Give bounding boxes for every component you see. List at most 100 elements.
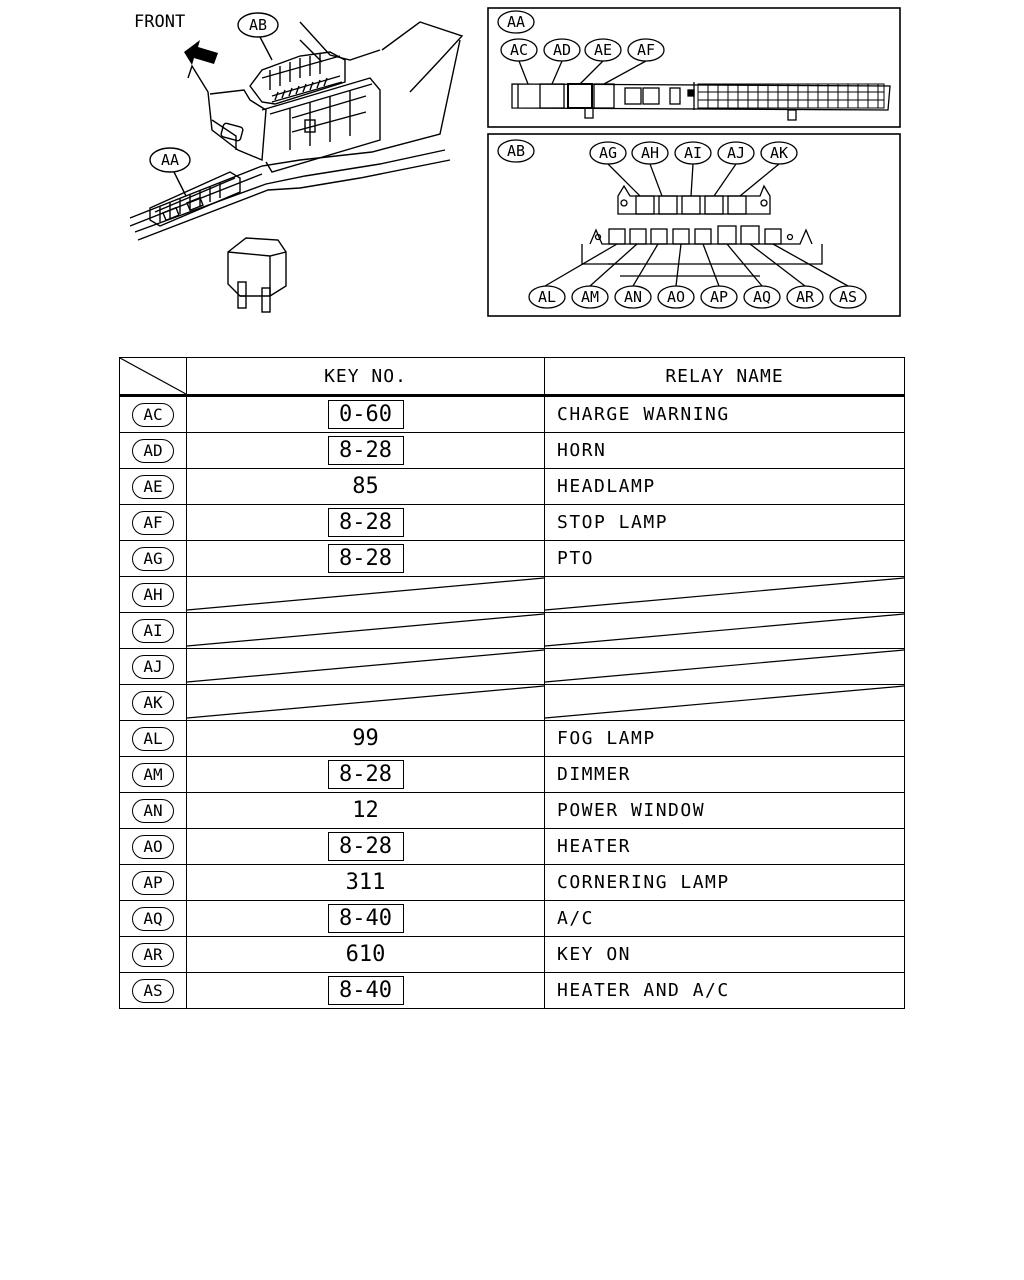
key-number-boxed: 8-40 [327,904,404,933]
svg-text:AG: AG [599,144,617,162]
key-number: 610 [345,942,386,967]
relay-name: STOP LAMP [557,512,669,533]
front-label: FRONT [134,12,185,32]
row-code-badge: AJ [132,654,174,679]
row-code-badge: AR [132,942,174,967]
relay-name: HEATER [557,836,632,857]
svg-text:AD: AD [553,41,571,59]
relay-name: HEATER AND A/C [557,980,730,1001]
table-row: AS 8-40 HEATER AND A/C [119,972,905,1009]
empty-cell-slash [187,685,544,720]
key-number-boxed: 8-28 [327,760,404,789]
svg-text:AC: AC [510,41,528,59]
row-code-badge: AO [132,834,174,859]
key-number-boxed: 8-28 [327,544,404,573]
row-code-badge: AI [132,618,174,643]
relay-name: POWER WINDOW [557,800,706,821]
row-code-badge: AG [132,546,174,571]
row-code-badge: AP [132,870,174,895]
callout-ac: AC [500,38,538,62]
row-name-cell: KEY ON [544,936,905,973]
row-code-badge: AN [132,798,174,823]
empty-cell-slash [187,613,544,648]
callout-ar: AR [786,285,824,309]
svg-text:AO: AO [667,288,685,306]
svg-text:AF: AF [637,41,655,59]
row-name-cell: HEATER [544,828,905,865]
key-number-boxed: 8-28 [327,436,404,465]
svg-text:AR: AR [796,288,815,306]
row-key-cell: 99 [186,720,545,757]
key-number-boxed: 8-28 [327,508,404,537]
row-key-cell: 8-40 [186,972,545,1009]
row-name-cell: HEATER AND A/C [544,972,905,1009]
svg-text:AP: AP [710,288,728,306]
svg-text:AN: AN [624,288,642,306]
key-number-boxed: 0-60 [327,400,404,429]
row-name-cell: STOP LAMP [544,504,905,541]
row-code-badge: AQ [132,906,174,931]
svg-text:AE: AE [594,41,612,59]
relay-name: HEADLAMP [557,476,656,497]
svg-text:AS: AS [839,288,857,306]
row-code-cell: AQ [119,900,187,937]
row-code-badge: AS [132,978,174,1003]
row-code-badge: AF [132,510,174,535]
row-key-cell: 8-28 [186,828,545,865]
row-code-badge: AM [132,762,174,787]
row-key-cell: 8-28 [186,432,545,469]
callout-aq: AQ [743,285,781,309]
row-code-cell: AI [119,612,187,649]
table-row: AQ 8-40 A/C [119,900,905,937]
row-code-cell: AC [119,395,187,433]
row-code-cell: AP [119,864,187,901]
callout-ap: AP [700,285,738,309]
row-code-cell: AG [119,540,187,577]
empty-cell-slash [545,685,904,720]
callout-ab-inset: AB [497,139,535,163]
svg-text:AQ: AQ [753,288,771,306]
row-key-cell: 0-60 [186,395,545,433]
table-row: AR 610 KEY ON [119,936,905,973]
callout-ad: AD [543,38,581,62]
svg-text:AL: AL [538,288,556,306]
key-no-header: KEY NO. [186,357,545,397]
row-name-cell: POWER WINDOW [544,792,905,829]
row-name-cell: A/C [544,900,905,937]
row-name-cell: HEADLAMP [544,468,905,505]
table-header-row: KEY NO. RELAY NAME [119,357,905,397]
key-number-boxed: 8-40 [327,976,404,1005]
callout-af: AF [627,38,665,62]
callout-ak: AK [760,141,798,165]
row-code-cell: AD [119,432,187,469]
svg-text:AB: AB [249,16,267,34]
relay-table: KEY NO. RELAY NAME AC 0-60 CHARGE WARNING A… [119,357,905,1009]
row-code-badge: AK [132,690,174,715]
row-code-cell: AR [119,936,187,973]
empty-cell-slash [545,649,904,684]
row-code-cell: AN [119,792,187,829]
row-name-cell: DIMMER [544,756,905,793]
table-corner-cell [119,357,187,397]
relay-name: FOG LAMP [557,728,656,749]
row-name-cell [544,612,905,649]
row-code-cell: AK [119,684,187,721]
inset-aa-panel: AA AC AD AE AF [487,7,901,128]
empty-cell-slash [545,613,904,648]
row-name-cell: CORNERING LAMP [544,864,905,901]
callout-al: AL [528,285,566,309]
relay-name: CHARGE WARNING [557,404,730,425]
row-key-cell: 8-28 [186,756,545,793]
row-name-cell: FOG LAMP [544,720,905,757]
table-row: AM 8-28 DIMMER [119,756,905,793]
callout-ao: AO [657,285,695,309]
row-name-cell: CHARGE WARNING [544,395,905,433]
key-number-boxed: 8-28 [327,832,404,861]
table-row: AI [119,612,905,649]
table-row: AK [119,684,905,721]
key-number: 99 [352,726,379,751]
